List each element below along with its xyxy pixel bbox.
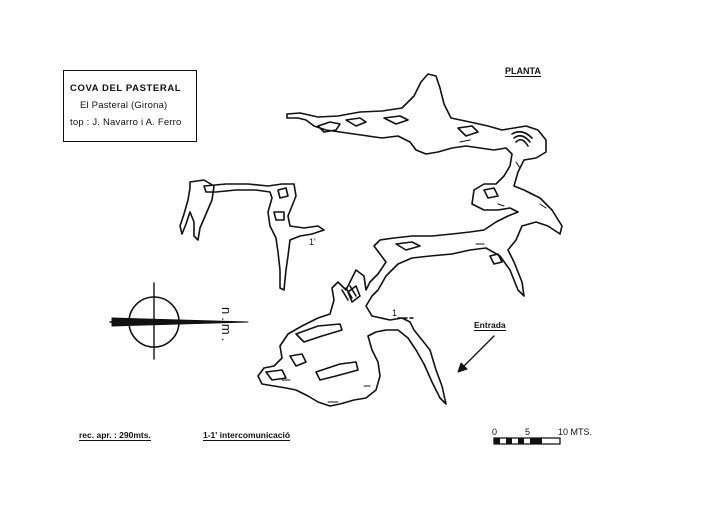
lower-island-2 <box>289 353 307 367</box>
upper-island-3 <box>383 115 409 125</box>
upper-island-5 <box>483 187 499 199</box>
upper-island-1 <box>317 121 341 133</box>
lower-island-1 <box>295 323 343 343</box>
lower-island-3 <box>315 361 359 381</box>
left-gallery-pillar-2 <box>273 211 285 221</box>
scale-tick-5: 5 <box>525 427 531 437</box>
connection-note: 1-1' intercomunicació <box>203 430 291 441</box>
marker-1-prime: 1' <box>309 237 316 247</box>
upper-gallery-outline <box>257 73 563 407</box>
upper-island-4 <box>457 125 479 137</box>
title-block: COVA DEL PASTERAL El Pasteral (Girona) t… <box>63 70 197 142</box>
scale-bar-frame <box>493 437 561 445</box>
slope-hatching-upper <box>511 130 533 147</box>
north-arrow-fill <box>154 319 248 325</box>
left-gallery-outline <box>179 179 215 241</box>
marker-1: 1 <box>392 308 398 318</box>
view-label: PLANTA <box>505 66 541 77</box>
survey-length: rec. apr. : 290mts. <box>79 430 151 441</box>
lower-island-5 <box>347 285 361 303</box>
entrance-label: Entrada <box>474 320 506 331</box>
upper-island-2 <box>345 117 367 127</box>
scale-bar-fill <box>494 438 542 444</box>
scale-tick-0: 0 <box>492 427 498 437</box>
lower-island-4 <box>265 369 287 381</box>
location-name: El Pasteral (Girona) <box>80 100 168 111</box>
survey-marks <box>281 139 547 403</box>
cave-name: COVA DEL PASTERAL <box>70 83 182 94</box>
entrance-arrow-head <box>457 362 468 373</box>
slope-hatching-lower <box>341 285 357 301</box>
mid-island-1 <box>395 241 421 251</box>
entrance-arrow-shaft <box>459 335 495 371</box>
left-gallery-pillar-1 <box>277 187 289 199</box>
left-gallery-link <box>203 183 325 291</box>
mid-island-2 <box>489 253 503 265</box>
surveyors: top : J. Navarro i A. Ferro <box>70 117 182 128</box>
scale-tick-10: 10 MTS. <box>558 427 593 437</box>
